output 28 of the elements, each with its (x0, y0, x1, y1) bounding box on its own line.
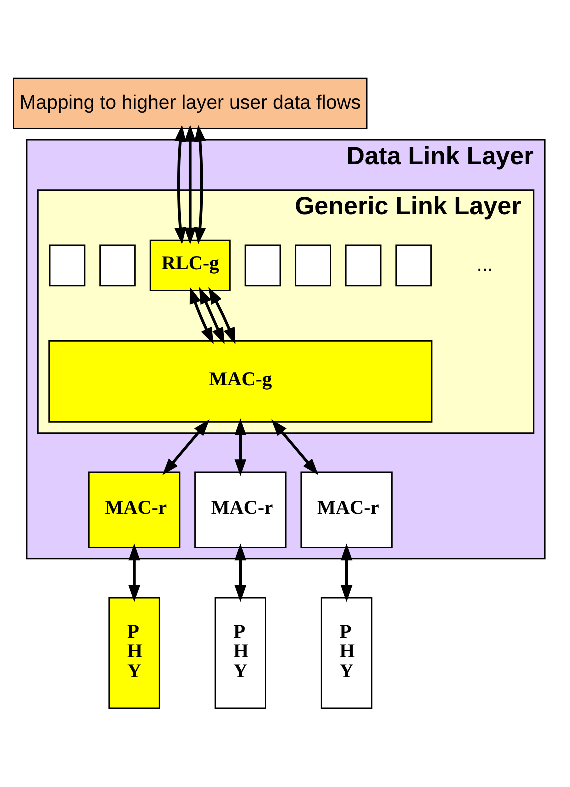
arrow (208, 287, 236, 345)
arrow (199, 287, 225, 345)
node-box: MAC-r (300, 472, 393, 549)
arrow (340, 544, 353, 602)
node-box (244, 244, 282, 287)
arrow (234, 418, 247, 476)
node-box (49, 244, 86, 287)
arrow (190, 287, 214, 344)
arrow (272, 420, 319, 476)
arrow (234, 544, 247, 602)
node-box: MAC-g (48, 340, 433, 423)
node-box: MAC-r (194, 472, 287, 549)
node-box: P H Y (108, 597, 160, 710)
label: ... (476, 254, 494, 276)
node-box (396, 244, 432, 287)
node-box (100, 244, 136, 287)
node-box: P H Y (320, 597, 373, 710)
node-box: MAC-r (88, 472, 181, 549)
arrow (162, 420, 210, 476)
arrow (128, 544, 140, 602)
node-box: RLC-g (150, 240, 231, 292)
node-box: P H Y (214, 597, 266, 710)
node-box: Mapping to higher layer user data flows (13, 78, 368, 130)
node-box (345, 244, 382, 287)
arrow (174, 125, 186, 245)
arrow (194, 125, 206, 245)
arrow (184, 125, 196, 245)
node-box (295, 244, 332, 287)
